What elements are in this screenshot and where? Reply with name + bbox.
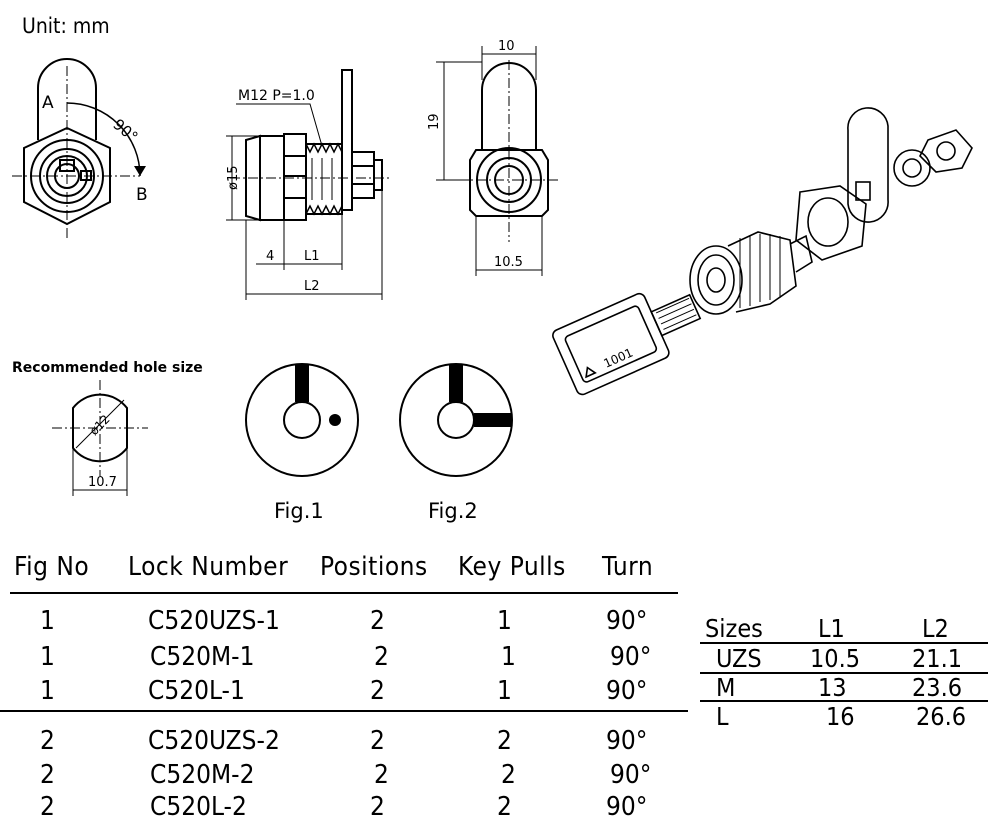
table-row: 2: [497, 792, 512, 822]
table-row: L: [716, 702, 729, 731]
end-view: [436, 46, 560, 276]
table-row: C520L-2: [150, 792, 247, 822]
table-row: 1: [40, 642, 55, 672]
dim-l2-label: L2: [304, 279, 320, 294]
fig2-label: Fig.2: [428, 499, 478, 523]
table-row: 2: [370, 726, 385, 756]
table-row: 21.1: [912, 644, 963, 673]
hole-width-label: 10.7: [88, 475, 117, 490]
sizes-rule-3: [700, 700, 988, 702]
table-row: 90°: [606, 606, 648, 636]
hole-drawing: [52, 380, 148, 496]
header-turn: Turn: [602, 552, 654, 582]
table-row: UZS: [716, 644, 762, 673]
table-row: C520UZS-1: [148, 606, 280, 636]
fig1-label: Fig.1: [274, 499, 324, 523]
sizes-header-l2: L2: [922, 614, 949, 643]
table-row: 2: [40, 760, 55, 790]
dim-4-label: 4: [266, 249, 274, 264]
dim-10-label: 10: [498, 39, 515, 54]
table-row: 90°: [606, 726, 648, 756]
header-positions: Positions: [320, 552, 428, 582]
table-row: 1: [40, 676, 55, 706]
sizes-header-sizes: Sizes: [705, 614, 763, 643]
table-row: 90°: [610, 760, 652, 790]
dim-10-5-label: 10.5: [494, 255, 523, 270]
label-b: B: [136, 185, 148, 205]
table-row: 2: [40, 792, 55, 822]
exploded-view: [552, 107, 973, 396]
table-row: 26.6: [916, 702, 967, 731]
table-row: 2: [370, 606, 385, 636]
diameter-15-label: ø15: [226, 166, 241, 191]
header-key-pulls: Key Pulls: [458, 552, 566, 582]
table-row: 2: [370, 676, 385, 706]
table-row: 2: [497, 726, 512, 756]
table-row: 1: [501, 642, 516, 672]
hole-size-title: Recommended hole size: [12, 360, 203, 376]
unit-label: Unit: mm: [22, 14, 110, 38]
table-rule-middle: [0, 710, 688, 712]
hole-diameter-label: ø12: [87, 412, 113, 438]
fig2-diagram: [399, 363, 513, 477]
table-row: 2: [374, 642, 389, 672]
header-lock-number: Lock Number: [128, 552, 289, 582]
table-row: 90°: [610, 642, 652, 672]
fig1-diagram: [245, 363, 359, 477]
table-row: 1: [497, 606, 512, 636]
table-row: 90°: [606, 676, 648, 706]
table-row: 23.6: [912, 673, 963, 702]
table-row: C520UZS-2: [148, 726, 280, 756]
table-row: 16: [826, 702, 855, 731]
dim-l1-label: L1: [304, 249, 320, 264]
table-row: 90°: [606, 792, 648, 822]
sizes-header-l1: L1: [818, 614, 845, 643]
header-fig-no: Fig No: [14, 552, 90, 582]
table-row: 2: [40, 726, 55, 756]
table-row: C520M-1: [150, 642, 255, 672]
table-row: 2: [374, 760, 389, 790]
sizes-rule-1: [700, 642, 988, 644]
table-row: 2: [370, 792, 385, 822]
key-illustration: [552, 292, 702, 396]
table-rule-top: [10, 592, 678, 594]
key-number: 1001: [602, 346, 636, 371]
table-row: 10.5: [810, 644, 861, 673]
sizes-rule-2: [700, 672, 988, 674]
side-view: [226, 69, 390, 300]
table-row: C520M-2: [150, 760, 255, 790]
table-row: 2: [501, 760, 516, 790]
front-view: [12, 58, 146, 240]
table-row: 1: [497, 676, 512, 706]
label-a: A: [42, 93, 54, 113]
dim-19-label: 19: [427, 113, 442, 130]
table-row: 13: [818, 673, 847, 702]
table-row: M: [716, 673, 736, 702]
table-row: 1: [40, 606, 55, 636]
table-row: C520L-1: [148, 676, 245, 706]
thread-label: M12 P=1.0: [238, 88, 315, 104]
